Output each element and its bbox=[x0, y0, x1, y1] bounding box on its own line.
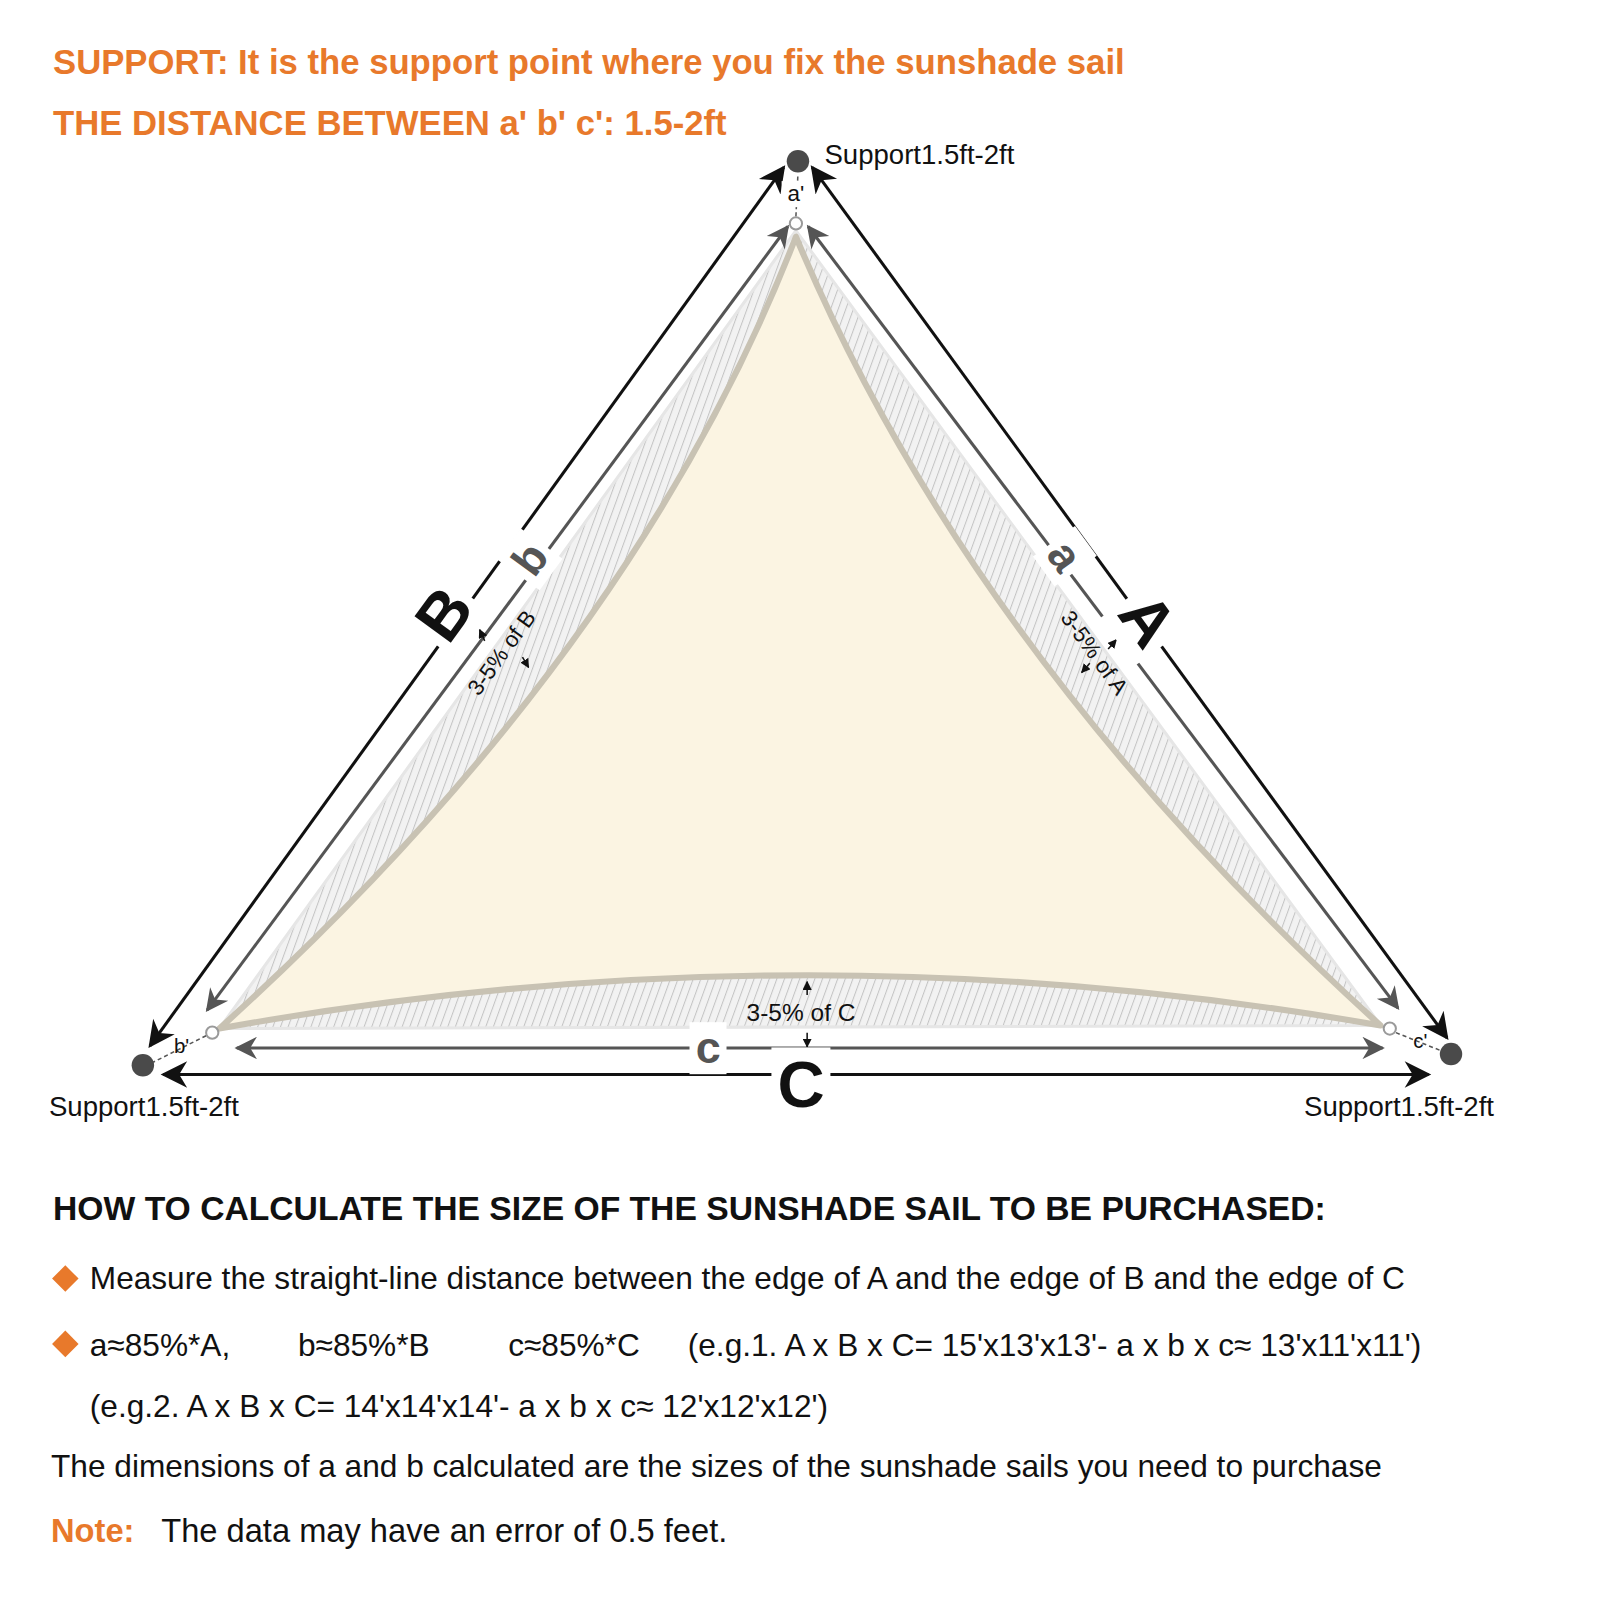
instruction-text: Measure the straight-line distance betwe… bbox=[90, 1259, 1405, 1295]
hatch-band bbox=[219, 231, 1380, 1029]
dimension-label: a bbox=[1034, 526, 1097, 586]
sag-label: 3-5% of C bbox=[747, 999, 856, 1027]
header-note: SUPPORT: It is the support point where y… bbox=[53, 43, 1125, 83]
note-label: Note: bbox=[51, 1512, 134, 1550]
outer-dimension-lines bbox=[150, 167, 1447, 1074]
instruction-text: The dimensions of a and b calculated are… bbox=[51, 1448, 1382, 1484]
dimension-label: c bbox=[690, 1022, 727, 1074]
support-label: Support1.5ft-2ft bbox=[824, 139, 1014, 171]
support-label: Support1.5ft-2ft bbox=[49, 1091, 239, 1123]
corner-rings bbox=[206, 217, 1396, 1038]
section-heading: HOW TO CALCULATE THE SIZE OF THE SUNSHAD… bbox=[53, 1190, 1326, 1229]
note-text: The data may have an error of 0.5 feet. bbox=[161, 1512, 727, 1550]
support-label: Support1.5ft-2ft bbox=[1304, 1091, 1494, 1123]
formula-text: c≈85%*C bbox=[508, 1327, 640, 1363]
formula-text: a≈85%*A, bbox=[90, 1327, 230, 1363]
example-text: (e.g.2. A x B x C= 14'x14'x14'- a x b x … bbox=[90, 1388, 828, 1424]
sail-fabric bbox=[219, 237, 1380, 1029]
tie-lines bbox=[153, 173, 1442, 1062]
corner-label: a' bbox=[782, 181, 811, 207]
corner-label: b' bbox=[174, 1035, 189, 1058]
support-points bbox=[132, 150, 1463, 1077]
formula-text: b≈85%*B bbox=[298, 1327, 430, 1363]
dimension-label: b bbox=[497, 528, 562, 590]
inner-dimension-lines bbox=[207, 227, 1398, 1048]
sag-arrows bbox=[480, 630, 1117, 1047]
example-text: (e.g.1. A x B x C= 15'x13'x13'- a x b x … bbox=[688, 1327, 1422, 1363]
dimension-label: B bbox=[396, 568, 492, 660]
header-note: THE DISTANCE BETWEEN a' b' c': 1.5-2ft bbox=[53, 105, 727, 145]
dimension-label: A bbox=[1100, 574, 1196, 666]
corner-label: c' bbox=[1413, 1030, 1427, 1053]
bullet-diamonds bbox=[52, 1265, 79, 1357]
dimension-label: C bbox=[771, 1047, 830, 1122]
